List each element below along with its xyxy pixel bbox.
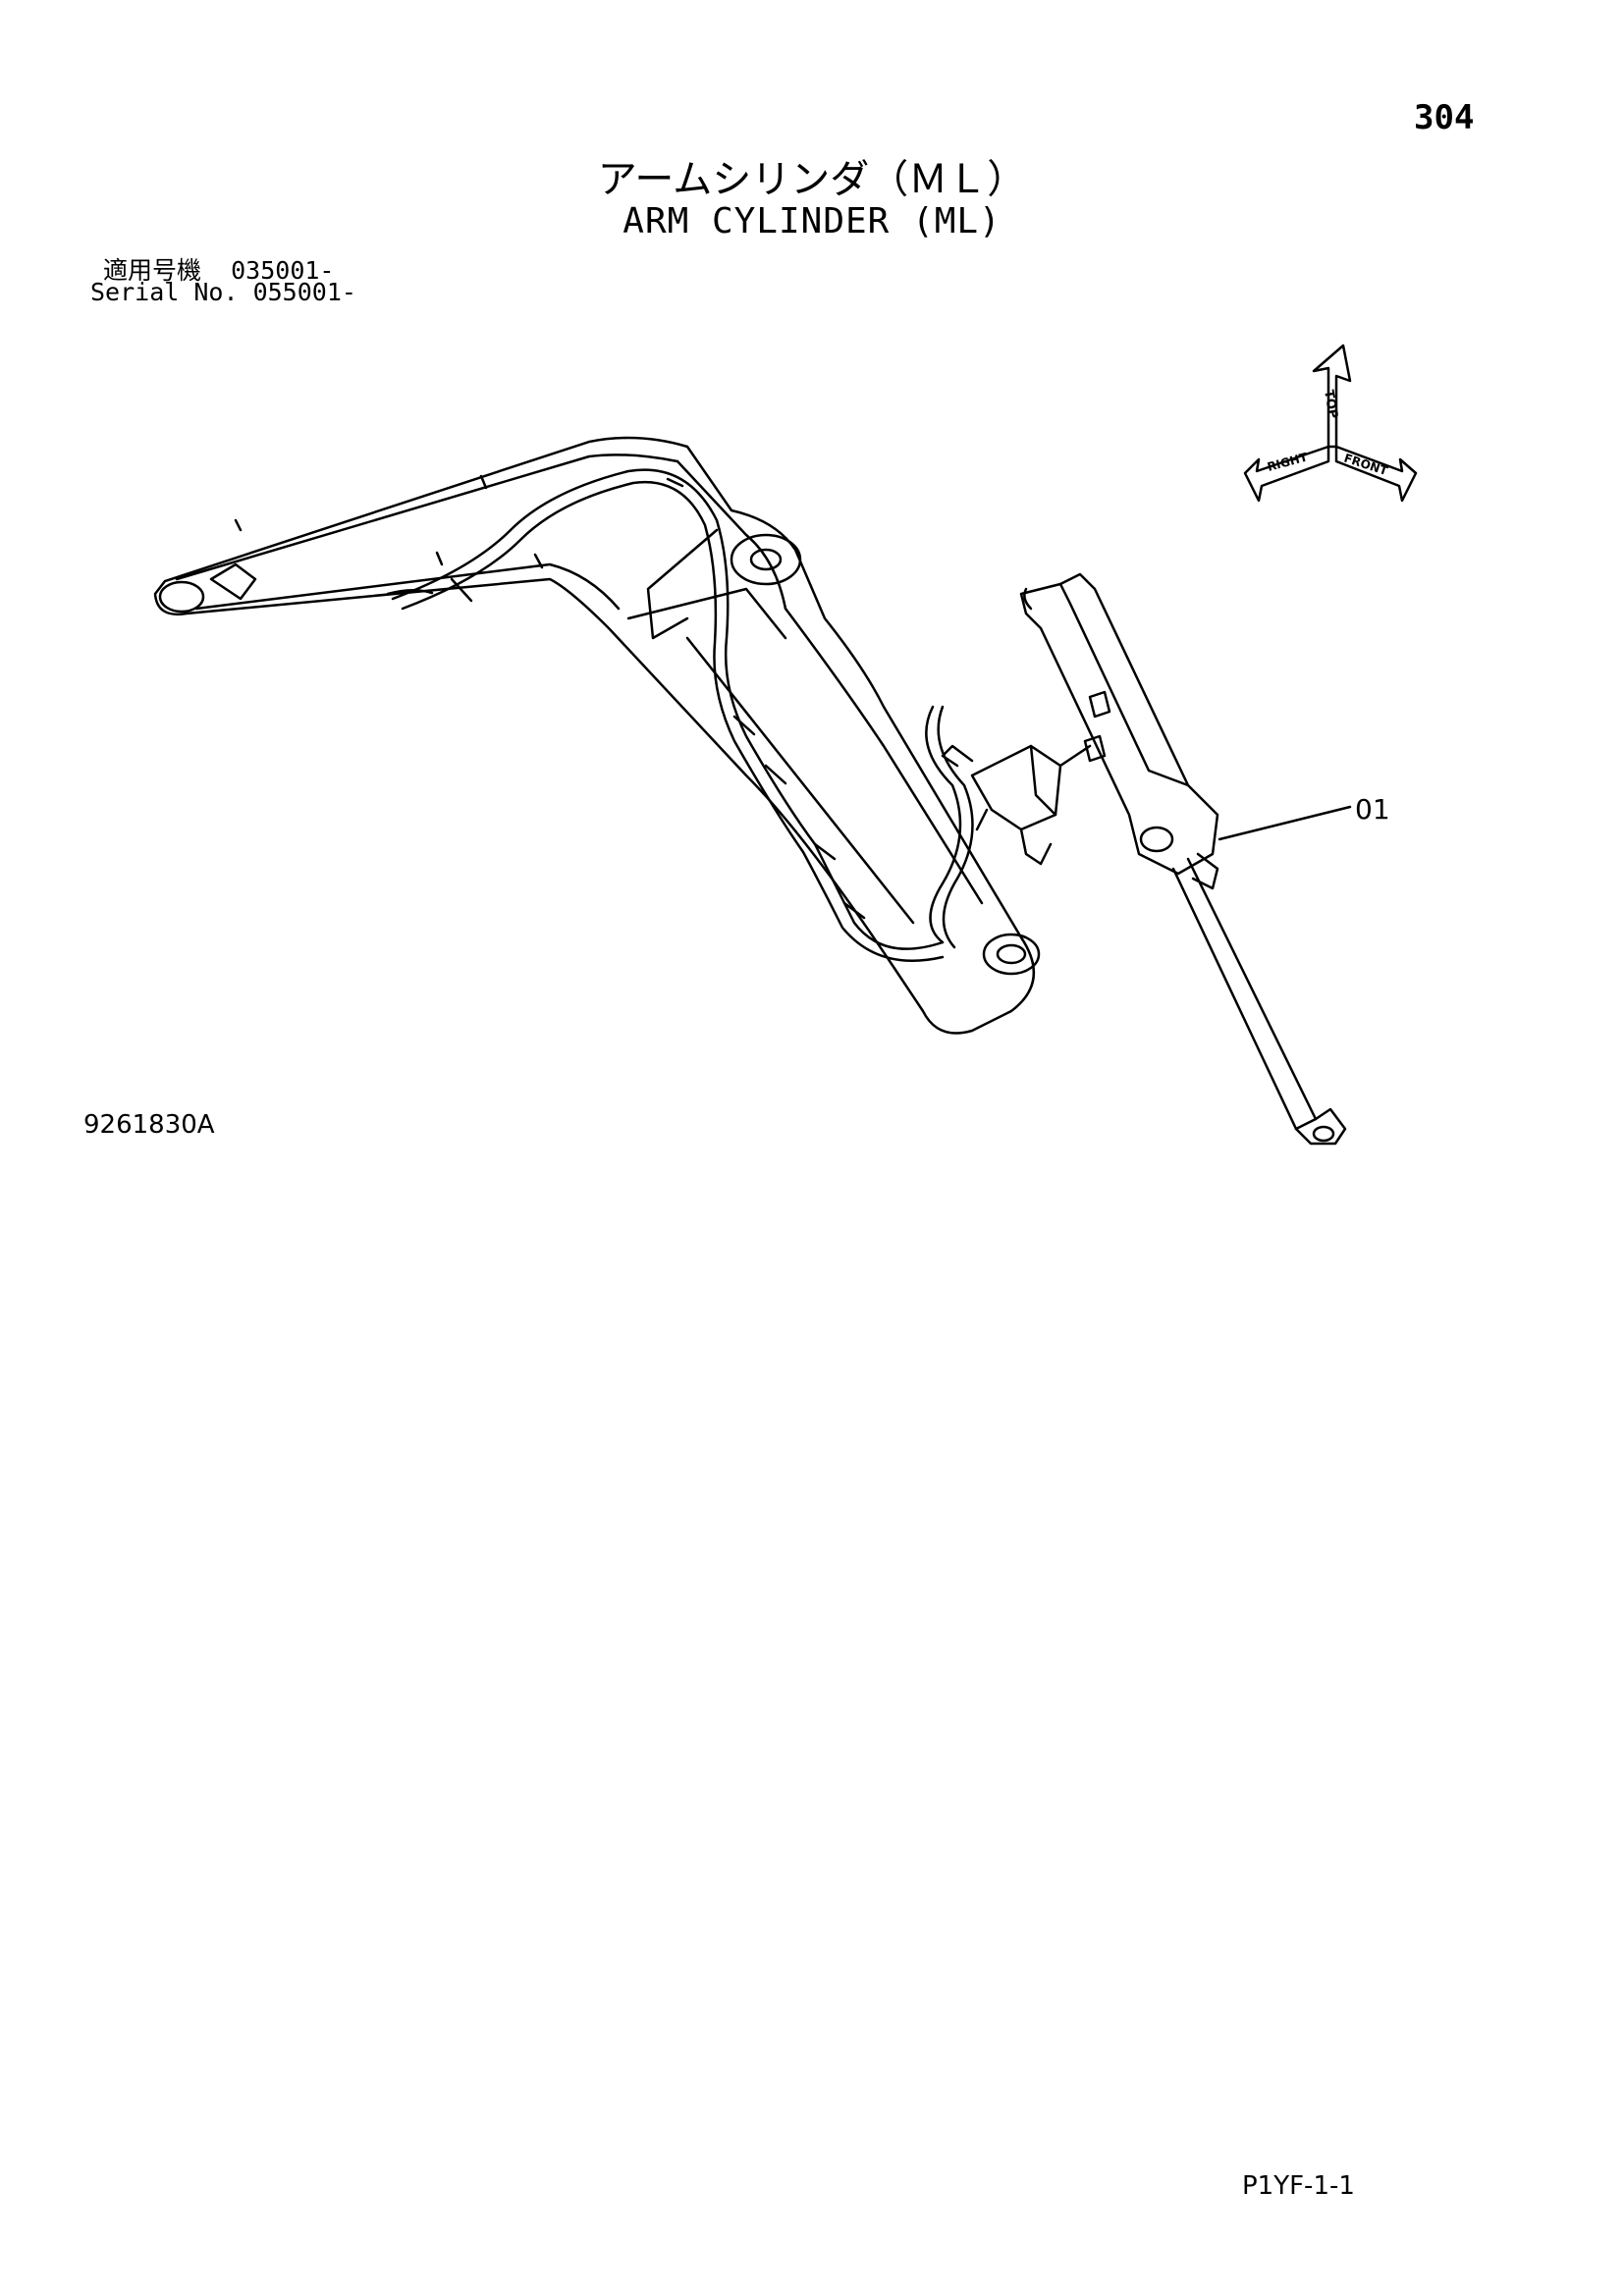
arrow-right-icon: [1243, 445, 1330, 503]
arrow-top-icon: [1312, 344, 1352, 449]
callout-leader: [1218, 805, 1352, 841]
orient-top-text: TOP: [1321, 389, 1340, 420]
title-japanese: アームシリンダ（ＭＬ）: [597, 157, 1027, 202]
page-number: 304: [1414, 98, 1475, 137]
arm-body: [153, 436, 1041, 1035]
arm-cylinder: [1019, 572, 1347, 1146]
hydraulic-hoses: [386, 468, 974, 962]
serial-ja-value: 035001-: [231, 256, 335, 285]
serial-ja-label: 適用号機: [103, 256, 202, 285]
page-code: P1YF-1-1: [1242, 2171, 1355, 2201]
serial-en: Serial No. 055001-: [90, 278, 356, 306]
serial-en-label: Serial No.: [90, 278, 239, 306]
arrow-front-icon: [1334, 445, 1418, 503]
title-english: ARM CYLINDER (ML): [623, 201, 1001, 241]
serial-en-value: 055001-: [252, 278, 356, 306]
orientation-indicator: TOP RIGHT FRONT: [1243, 344, 1418, 503]
drawing-number: 9261830A: [83, 1110, 215, 1140]
valve-block: [941, 744, 1092, 866]
serial-ja: 適用号機 035001-: [103, 251, 334, 287]
callout-01: 01: [1355, 793, 1390, 826]
